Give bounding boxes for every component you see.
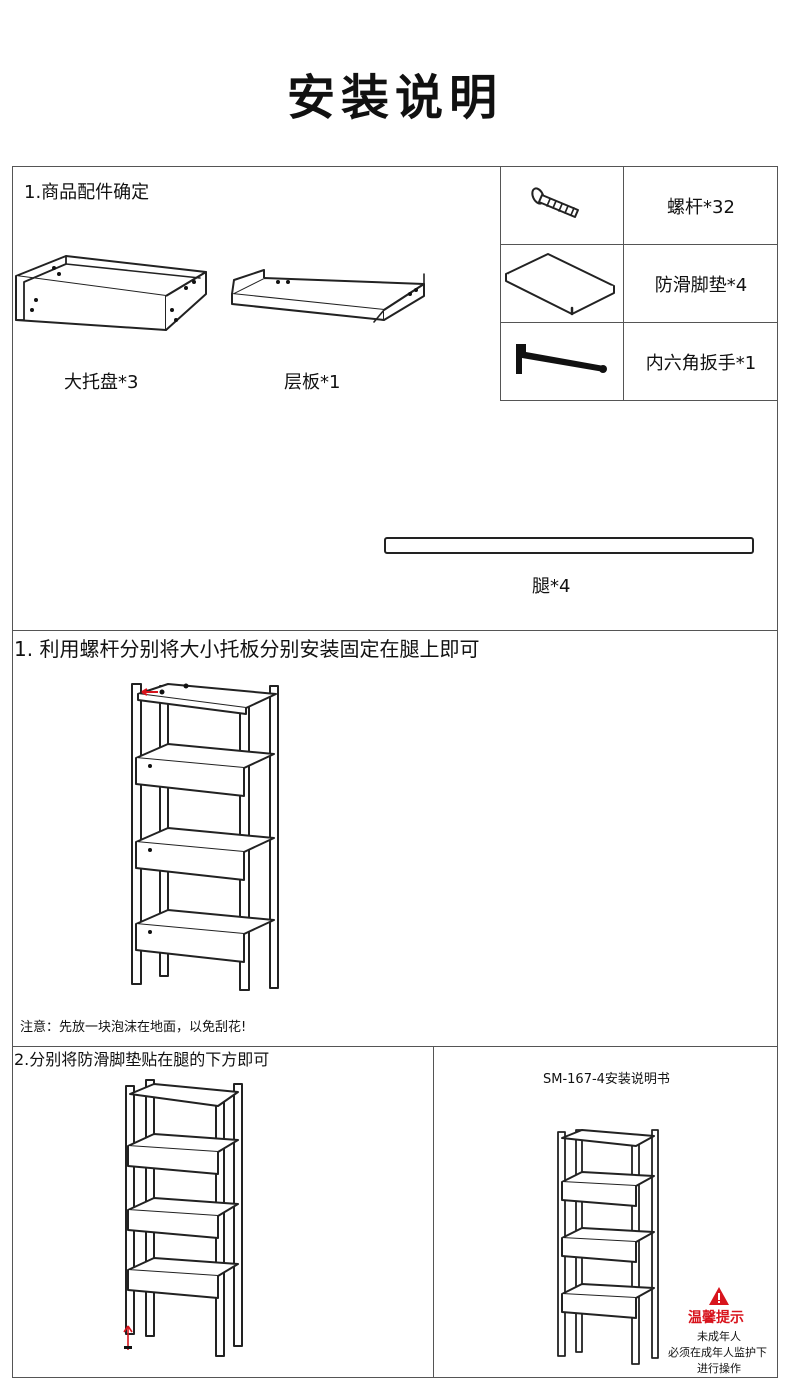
large-tray-label: 大托盘*3 bbox=[64, 372, 139, 393]
parts-heading: 1.商品配件确定 bbox=[24, 182, 150, 203]
shelf-unit-illustration bbox=[131, 683, 279, 991]
manual-shelf-illustration bbox=[557, 1129, 659, 1365]
foot-pad-illustration bbox=[123, 1079, 243, 1357]
warning-line-1: 未成年人 bbox=[697, 1330, 741, 1343]
screw-label: 螺杆*32 bbox=[667, 196, 735, 218]
anti-slip-pad-label: 防滑脚垫*4 bbox=[654, 274, 748, 296]
hardware-table bbox=[500, 166, 778, 401]
screw-icon bbox=[531, 187, 579, 218]
hex-key-icon bbox=[516, 344, 607, 374]
warning-triangle-icon bbox=[709, 1287, 729, 1305]
manual-title: SM-167-4安装说明书 bbox=[543, 1072, 670, 1087]
shelf-board-label: 层板*1 bbox=[284, 372, 341, 393]
manual-preview-panel bbox=[433, 1046, 778, 1378]
assembly-step-section bbox=[12, 630, 778, 1047]
warning-line-3: 进行操作 bbox=[697, 1362, 741, 1375]
warning-line-2: 必须在成年人监护下 bbox=[668, 1346, 767, 1359]
large-tray-icon bbox=[15, 255, 207, 331]
leg-label: 腿*4 bbox=[532, 576, 571, 597]
leg-bar-icon bbox=[384, 537, 754, 554]
page-title: 安装说明 bbox=[286, 70, 503, 126]
anti-slip-pad-icon bbox=[505, 253, 615, 316]
shelf-board-icon bbox=[231, 269, 425, 323]
hex-key-label: 内六角扳手*1 bbox=[645, 352, 757, 374]
assembly-step-heading: 1. 利用螺杆分别将大小托板分别安装固定在腿上即可 bbox=[14, 637, 480, 661]
warning-title: 温馨提示 bbox=[688, 1310, 744, 1326]
foot-pad-step-heading: 2.分别将防滑脚垫贴在腿的下方即可 bbox=[14, 1050, 270, 1069]
assembly-note: 注意：先放一块泡沫在地面，以免刮花! bbox=[20, 1020, 247, 1035]
